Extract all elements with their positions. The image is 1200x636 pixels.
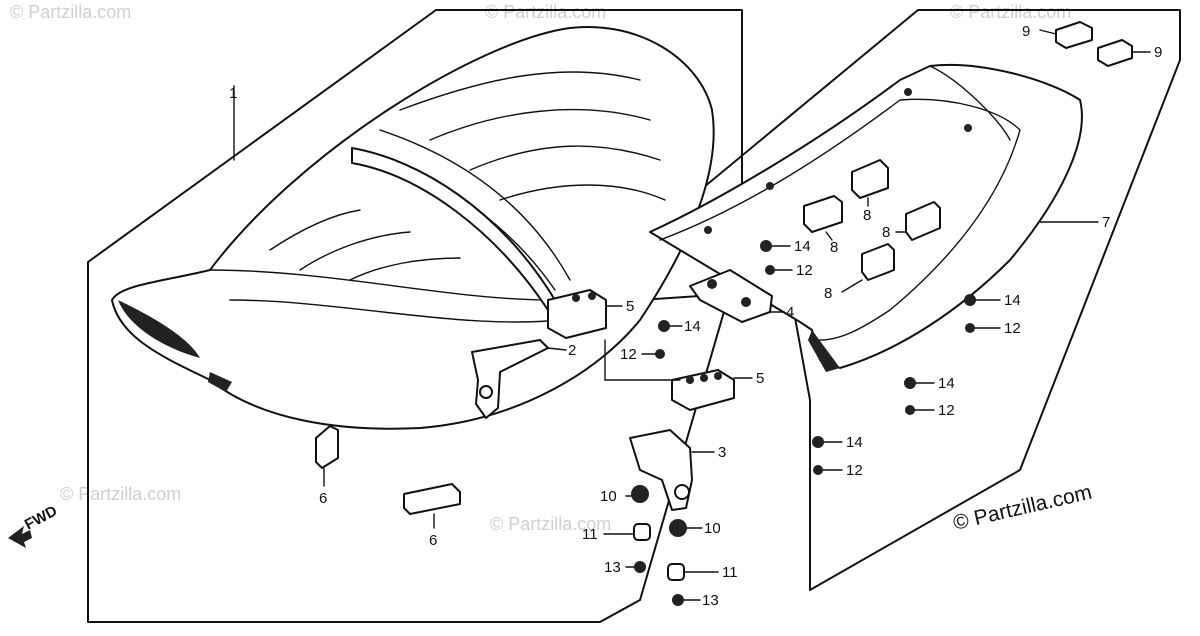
bracket-4-hole-a [707, 279, 717, 289]
callout-14a: 14 [684, 318, 701, 335]
callout-5a: 5 [626, 298, 634, 315]
rubber-block-6b [403, 483, 461, 515]
watermark-1: © Partzilla.com [10, 2, 131, 22]
callout-6a: 6 [319, 490, 327, 507]
bracket-3-hole [674, 484, 690, 500]
callout-3: 3 [718, 444, 726, 461]
callout-4: 4 [786, 304, 794, 321]
callout-10b: 10 [704, 520, 721, 537]
watermark-3: © Partzilla.com [950, 2, 1071, 22]
callout-7: 7 [1102, 214, 1110, 231]
callout-10a: 10 [600, 488, 617, 505]
leader-8d [841, 279, 863, 293]
callout-1: 1 [229, 85, 237, 102]
watermark-2: © Partzilla.com [485, 2, 606, 22]
watermark-5: © Partzilla.com [490, 514, 611, 534]
callout-11a: 11 [582, 526, 598, 543]
callout-6b: 6 [429, 532, 437, 549]
callout-9a: 9 [1022, 23, 1030, 40]
washer-13a [634, 561, 646, 573]
callout-12a: 12 [620, 346, 637, 363]
nut-14b [760, 240, 772, 252]
collar-11a [633, 523, 651, 541]
cushion-8a [851, 159, 889, 199]
group-outline-5 [604, 339, 681, 381]
leader-9a [1039, 29, 1057, 35]
callout-14c: 14 [1004, 292, 1021, 309]
watermark-4: © Partzilla.com [60, 484, 181, 504]
nut-14a [658, 320, 670, 332]
callout-13a: 13 [604, 559, 621, 576]
callout-8c: 8 [882, 224, 890, 241]
callout-8d: 8 [824, 285, 832, 302]
cushion-8b [803, 195, 843, 233]
callout-2: 2 [568, 342, 576, 359]
bolt-12c [965, 323, 975, 333]
rubber-pad-9b [1097, 39, 1133, 67]
callout-12c: 12 [1004, 320, 1021, 337]
callout-12e: 12 [846, 462, 863, 479]
callout-5b: 5 [756, 370, 764, 387]
nut-14c [964, 294, 976, 306]
callout-14e: 14 [846, 434, 863, 451]
grommet-10b [669, 519, 687, 537]
arrow-left-icon [8, 526, 32, 548]
bracket-4-hole-b [741, 297, 751, 307]
grommet-10a [631, 485, 649, 503]
seat-panel-border [87, 9, 743, 623]
callout-14d: 14 [938, 375, 955, 392]
nut-14d [904, 377, 916, 389]
callout-8a: 8 [863, 207, 871, 224]
nut-14e [812, 436, 824, 448]
bolt-12d [905, 405, 915, 415]
fwd-label: FWD [22, 502, 60, 533]
rubber-block-6a [315, 425, 339, 469]
callout-14b: 14 [794, 238, 811, 255]
leader-8b [825, 231, 833, 241]
collar-11b [667, 563, 685, 581]
callout-12d: 12 [938, 402, 955, 419]
rubber-pad-9a [1055, 21, 1093, 49]
leader-2 [547, 347, 567, 351]
bolt-12b [765, 265, 775, 275]
callout-11b: 11 [722, 564, 738, 581]
bracket-part-2 [471, 339, 549, 419]
damper-block-5b [671, 369, 735, 411]
fwd-arrow: FWD [8, 502, 60, 548]
copyright-text: © Partzilla.com [951, 481, 1094, 535]
callout-13b: 13 [702, 592, 719, 609]
bolt-12e [813, 465, 823, 475]
damper-block-5a [547, 289, 607, 339]
bolt-12a [655, 349, 665, 359]
callout-9b: 9 [1154, 44, 1162, 61]
callout-12b: 12 [796, 262, 813, 279]
bracket-hole [479, 385, 493, 399]
washer-13b [672, 594, 684, 606]
callout-8b: 8 [830, 239, 838, 256]
seat-assembly [111, 26, 715, 430]
cushion-8d [861, 243, 895, 281]
